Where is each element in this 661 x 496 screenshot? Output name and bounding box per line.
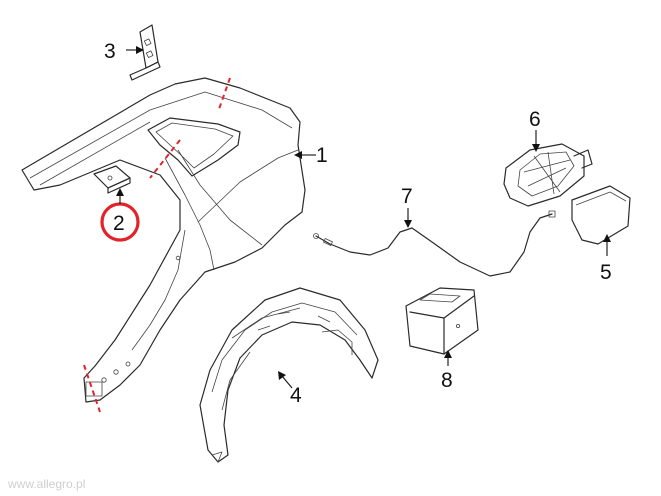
part-bracket — [93, 165, 131, 194]
part-control-module — [405, 287, 479, 355]
callout-5: 5 — [600, 261, 612, 284]
cut-line-roof — [217, 77, 231, 113]
callout-1: 1 — [316, 144, 328, 167]
leader-lines — [116, 46, 611, 389]
callout-3: 3 — [104, 40, 116, 63]
part-filler-housing — [503, 143, 593, 207]
callout-8: 8 — [441, 369, 453, 392]
callout-4: 4 — [290, 384, 302, 407]
part-release-cable — [313, 210, 556, 277]
callout-7: 7 — [401, 185, 413, 208]
watermark: www.allegro.pl — [7, 477, 85, 491]
part-reinforcement — [129, 24, 161, 81]
part-quarter-panel — [21, 77, 306, 403]
callout-2: 2 — [113, 212, 125, 235]
part-wheel-liner — [199, 287, 379, 463]
callout-6: 6 — [529, 108, 541, 131]
part-fuel-door — [571, 185, 631, 245]
cut-line-pillar — [149, 139, 181, 179]
